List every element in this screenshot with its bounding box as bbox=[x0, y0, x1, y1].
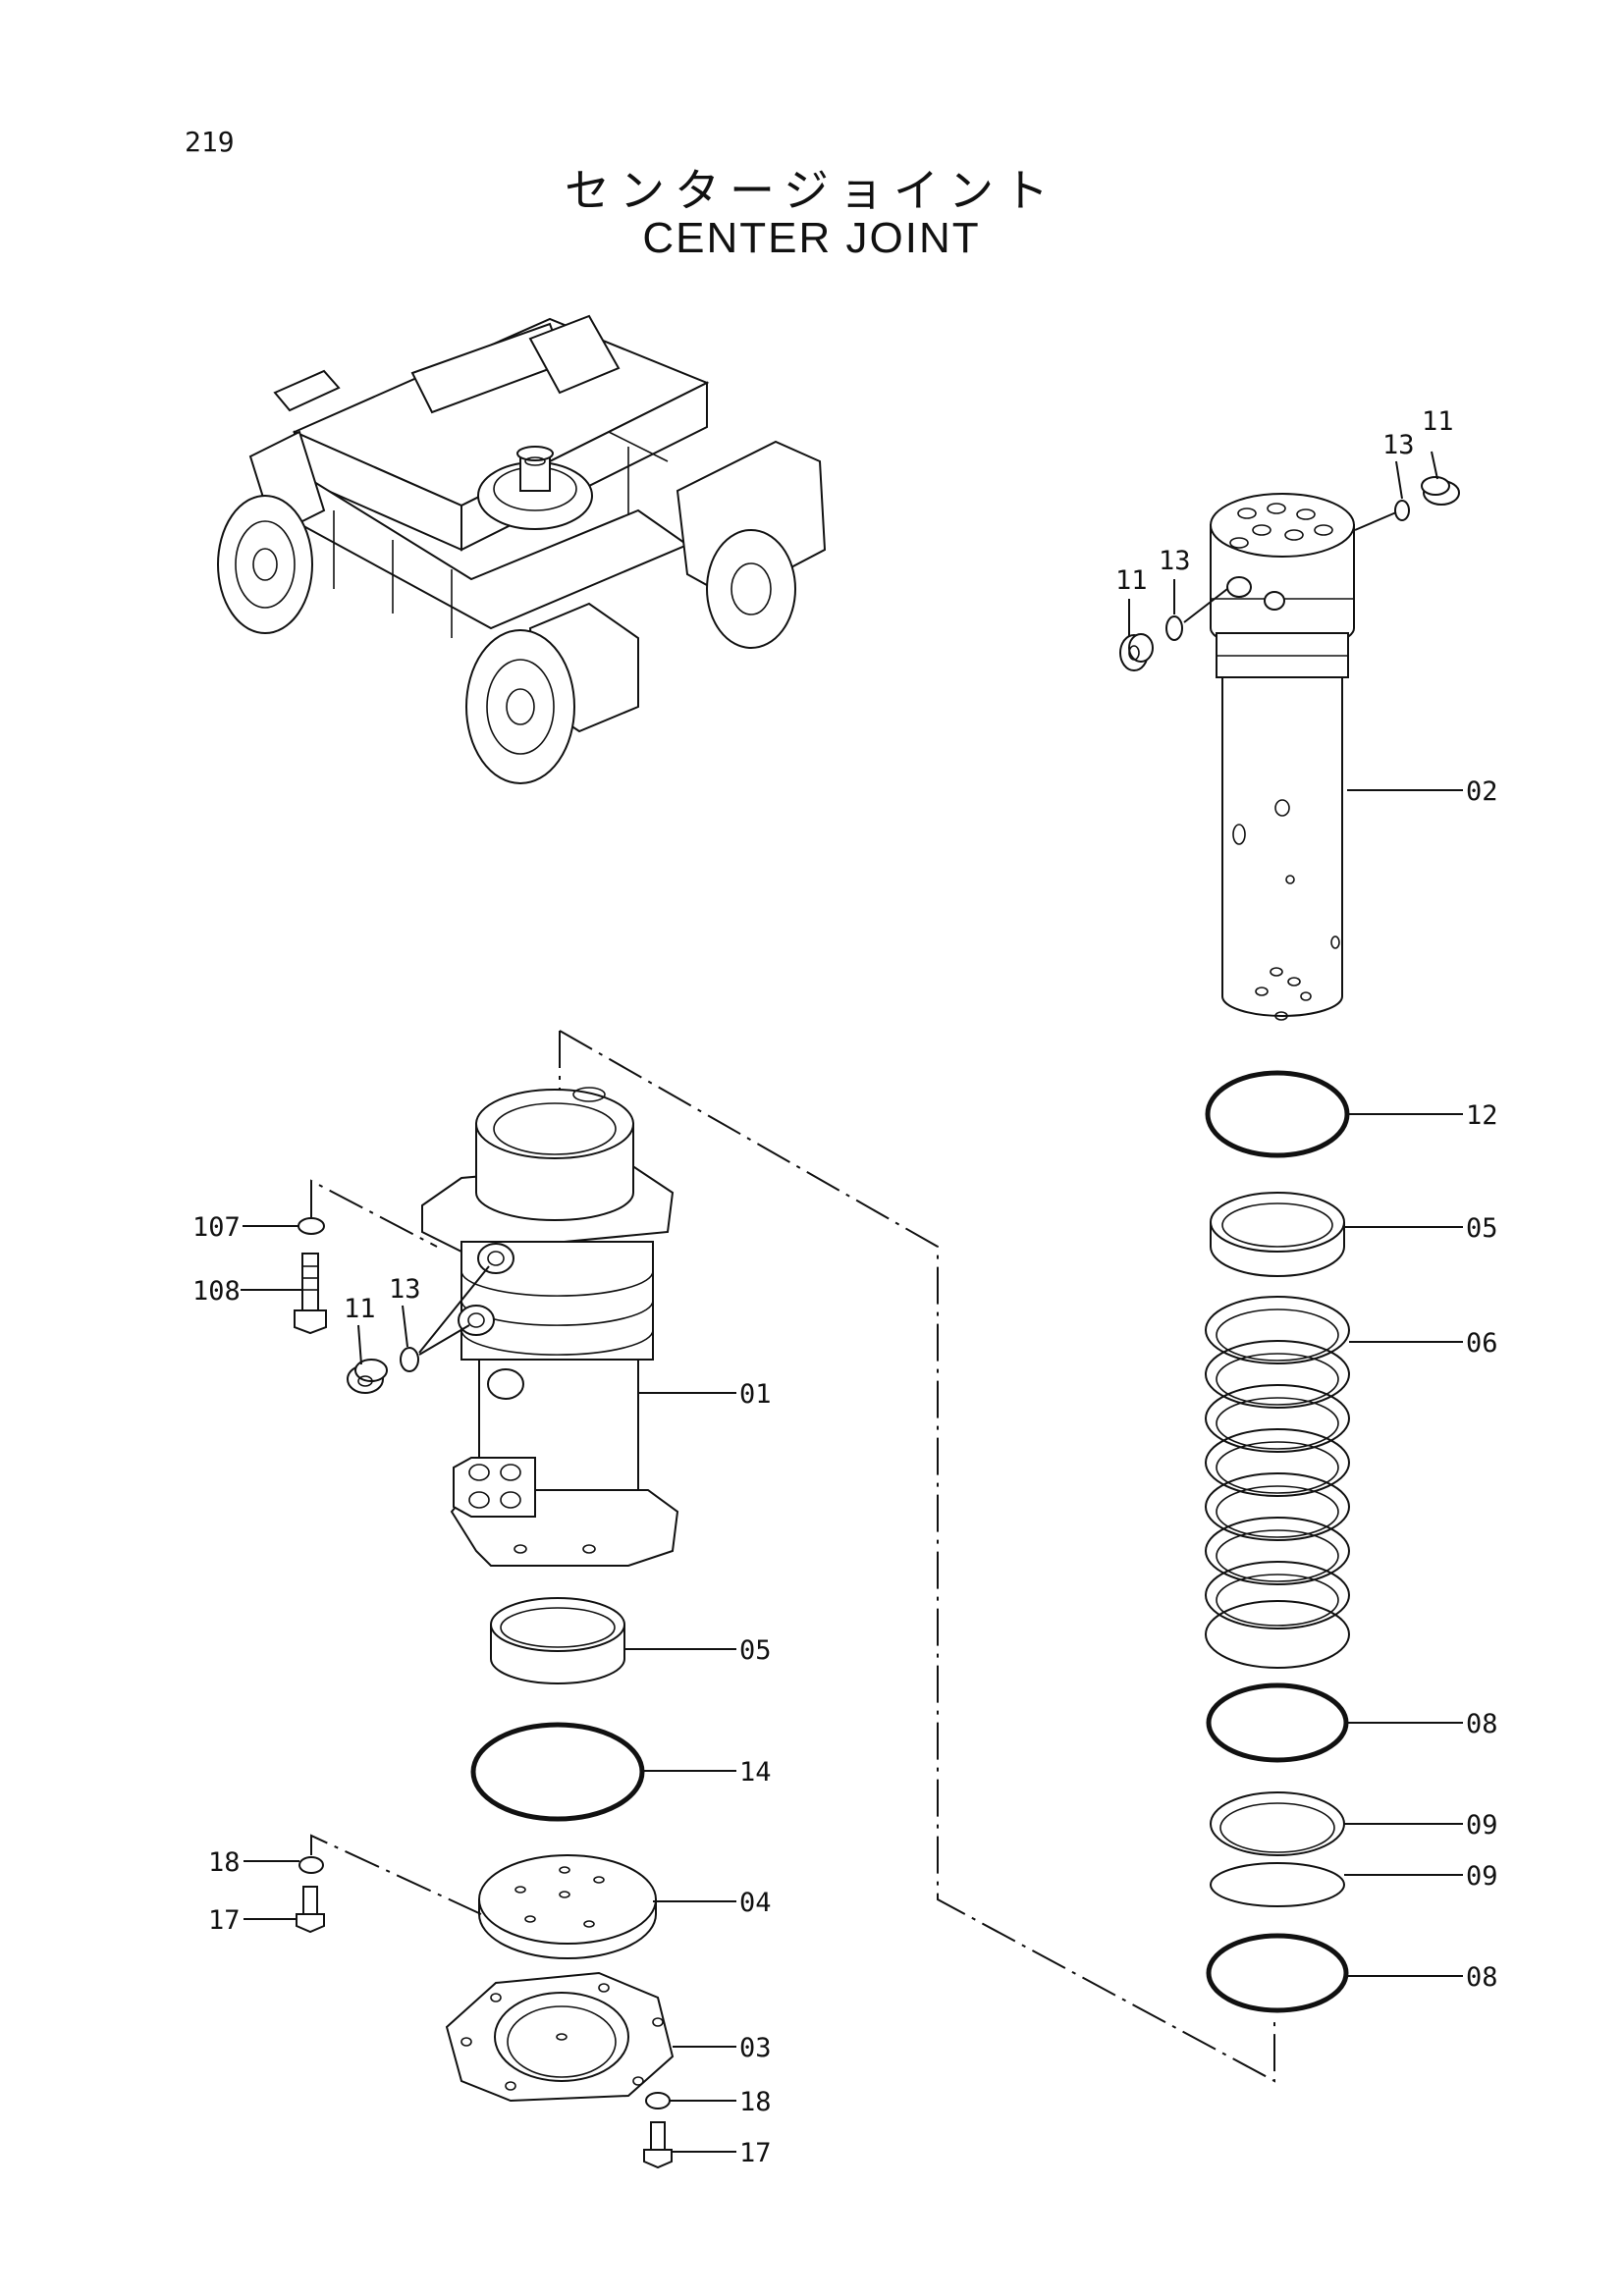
plate-04 bbox=[478, 1854, 657, 1959]
callout-08-lower: 08 bbox=[1466, 1962, 1498, 1993]
o-ring-14 bbox=[470, 1722, 645, 1822]
callout-11-side: 11 bbox=[1115, 565, 1148, 596]
callout-11-top: 11 bbox=[1422, 406, 1454, 437]
callout-13-top: 13 bbox=[1382, 430, 1415, 460]
callout-04: 04 bbox=[739, 1888, 772, 1918]
callout-11-left: 11 bbox=[344, 1294, 376, 1324]
title-english: CENTER JOINT bbox=[642, 214, 981, 262]
spindle-assembly bbox=[1210, 493, 1355, 1021]
callout-18-lower: 18 bbox=[739, 2087, 772, 2117]
callout-02: 02 bbox=[1466, 776, 1498, 807]
callout-17-upper: 17 bbox=[208, 1905, 241, 1936]
callout-13-left: 13 bbox=[389, 1274, 421, 1305]
ring-05-left bbox=[490, 1597, 625, 1684]
ring-05-right bbox=[1210, 1192, 1345, 1277]
callout-108: 108 bbox=[192, 1276, 241, 1307]
page-number: 219 bbox=[185, 126, 235, 158]
plug-left bbox=[347, 1359, 388, 1394]
washer-107 bbox=[298, 1217, 325, 1235]
seal-stack-06 bbox=[1205, 1296, 1350, 1669]
callout-13-side: 13 bbox=[1159, 546, 1191, 576]
bolt-108 bbox=[294, 1253, 327, 1335]
callout-18-upper: 18 bbox=[208, 1847, 241, 1878]
o-ring-top bbox=[1394, 500, 1410, 521]
o-ring-side bbox=[1165, 615, 1183, 641]
ring-09-lower bbox=[1210, 1862, 1345, 1907]
callout-labels: 11 13 11 13 02 12 05 06 08 09 09 08 107 … bbox=[192, 406, 1498, 2168]
bolt-17-lower bbox=[643, 2121, 673, 2169]
o-ring-08-upper bbox=[1206, 1682, 1349, 1763]
callout-09-upper: 09 bbox=[1466, 1810, 1498, 1841]
leader-lines bbox=[241, 451, 1463, 2153]
o-ring-12 bbox=[1205, 1070, 1350, 1158]
callout-17-lower: 17 bbox=[739, 2138, 772, 2168]
callout-05-right: 05 bbox=[1466, 1213, 1498, 1244]
callout-09-lower: 09 bbox=[1466, 1861, 1498, 1892]
undercarriage-illustration bbox=[217, 314, 827, 784]
o-ring-08-lower bbox=[1206, 1933, 1349, 2013]
callout-14: 14 bbox=[739, 1757, 772, 1788]
bolt-17-upper bbox=[296, 1886, 325, 1934]
callout-08-upper: 08 bbox=[1466, 1709, 1498, 1739]
washer-18-lower bbox=[645, 2092, 671, 2109]
callout-12: 12 bbox=[1466, 1100, 1498, 1131]
ring-09-upper bbox=[1210, 1791, 1345, 1856]
plug-top bbox=[1421, 476, 1460, 506]
callout-107: 107 bbox=[192, 1212, 241, 1243]
center-joint-body bbox=[421, 1087, 679, 1567]
callout-03: 03 bbox=[739, 2033, 772, 2063]
callout-01: 01 bbox=[739, 1379, 772, 1410]
plug-side bbox=[1119, 633, 1154, 671]
o-ring-left bbox=[400, 1347, 419, 1372]
callout-05-left: 05 bbox=[739, 1635, 772, 1666]
assembly-lines bbox=[310, 1030, 1275, 2083]
cover-03 bbox=[445, 1971, 675, 2103]
callout-06: 06 bbox=[1466, 1328, 1498, 1359]
title-japanese: センタージョイント bbox=[564, 164, 1059, 217]
washer-18-upper bbox=[298, 1856, 324, 1874]
